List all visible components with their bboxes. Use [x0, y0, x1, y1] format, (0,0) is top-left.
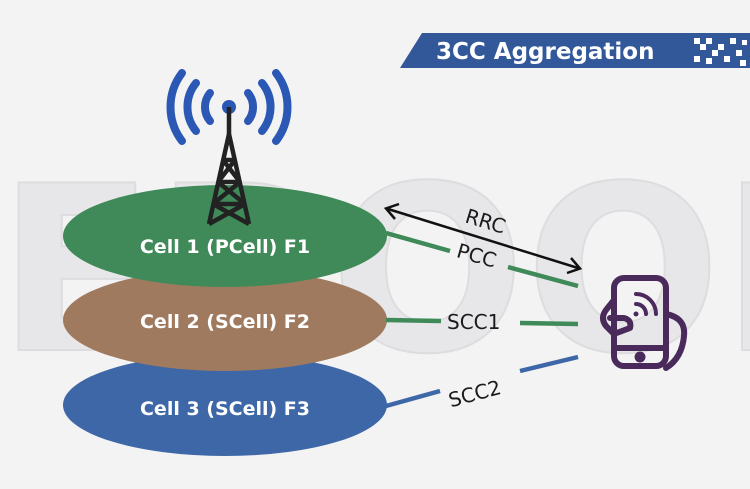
signal-waves-icon — [166, 69, 292, 145]
banner-background — [400, 33, 750, 68]
cell-3-label: Cell 3 (SCell) F3 — [140, 398, 310, 420]
cell-1-label: Cell 1 (PCell) F1 — [140, 236, 310, 258]
scc1-label: SCC1 — [447, 310, 500, 334]
pixel-pattern-icon — [694, 38, 747, 66]
watermark-text: LEBOOK — [0, 138, 750, 405]
pcc-link — [385, 230, 579, 289]
cell-1-ellipse — [63, 185, 387, 287]
scc1-link — [385, 317, 579, 327]
cell-tower-icon — [206, 107, 252, 226]
smartphone-signal-icon — [600, 275, 688, 371]
rrc-arrow — [383, 202, 583, 275]
scc2-link — [385, 354, 579, 409]
cell-3-ellipse — [63, 354, 387, 456]
cell-2-ellipse — [63, 269, 387, 371]
cell-2-label: Cell 2 (SCell) F2 — [140, 311, 310, 333]
banner-title: 3CC Aggregation — [436, 39, 654, 65]
title-banner: 3CC Aggregation — [400, 33, 750, 68]
